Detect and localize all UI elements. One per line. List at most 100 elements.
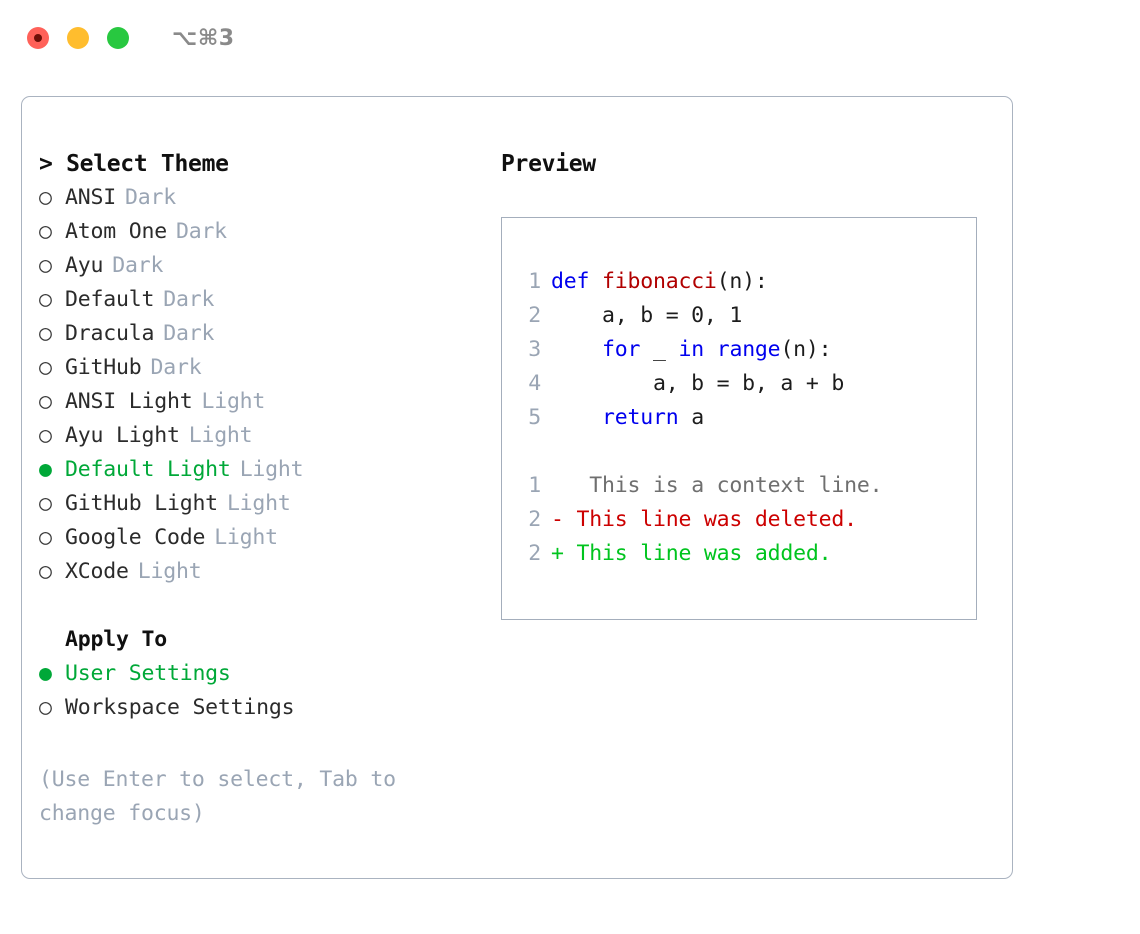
theme-list-item[interactable]: ○ ANSI Dark [39, 181, 499, 215]
radio-selected-icon: ● [39, 457, 52, 482]
code-token: _ [640, 337, 679, 362]
theme-list-item[interactable]: ○ Dracula Dark [39, 317, 499, 351]
theme-variant-tag: Dark [175, 219, 227, 244]
code-token: fibonacci [601, 269, 717, 294]
code-line: 5 return a [515, 401, 970, 435]
code-token: in [678, 337, 704, 362]
theme-name-label: Default Light [65, 457, 231, 482]
theme-name-label: Google Code [65, 525, 206, 550]
theme-list-item[interactable]: ○ ANSI Light Light [39, 385, 499, 419]
theme-list-item[interactable]: ● Default Light Light [39, 453, 499, 487]
code-token: (n): [780, 337, 832, 362]
title-bar: ⌥⌘3 [0, 0, 1140, 76]
theme-variant-tag: Light [226, 491, 291, 516]
line-number: 2 [528, 507, 541, 532]
preview-title: Preview [501, 151, 596, 177]
diff-line-text: This is a context line. [563, 473, 883, 498]
code-line: 4 a, b = b, a + b [515, 367, 970, 401]
code-token: range [716, 337, 781, 362]
radio-unselected-icon: ○ [39, 695, 52, 720]
diff-line-text: This line was deleted. [563, 507, 857, 532]
line-number: 2 [528, 541, 541, 566]
theme-list-item[interactable]: ○ XCode Light [39, 555, 499, 589]
theme-name-label: Ayu Light [65, 423, 180, 448]
theme-variant-tag: Light [201, 389, 266, 414]
code-token [704, 337, 717, 362]
radio-unselected-icon: ○ [39, 321, 52, 346]
apply-to-label: Workspace Settings [65, 695, 295, 720]
code-line: 2 a, b = 0, 1 [515, 299, 970, 333]
maximize-window-icon[interactable] [107, 27, 129, 49]
theme-variant-tag: Light [214, 525, 278, 550]
theme-list-item[interactable]: ○ Atom One Dark [39, 215, 499, 249]
minimize-window-icon[interactable] [67, 27, 89, 49]
radio-unselected-icon: ○ [39, 219, 52, 244]
diff-marker: - [551, 507, 564, 532]
theme-variant-tag: Dark [112, 253, 164, 278]
code-line-text: for _ in range(n): [551, 333, 832, 367]
theme-name-label: Atom One [65, 219, 167, 244]
code-line-text: a, b = b, a + b [551, 367, 844, 401]
theme-variant-tag: Light [239, 457, 304, 482]
code-line: 3 for _ in range(n): [515, 333, 970, 367]
code-line-text: a, b = 0, 1 [551, 299, 742, 333]
code-diff-spacer [515, 435, 970, 469]
theme-list-item[interactable]: ○ GitHub Light Light [39, 487, 499, 521]
radio-unselected-icon: ○ [39, 389, 52, 414]
diff-line: 2 + This line was added. [515, 537, 970, 571]
section-spacer [39, 589, 499, 623]
theme-name-label: GitHub Light [65, 491, 218, 516]
theme-variant-tag: Light [137, 559, 202, 584]
theme-name-label: XCode [65, 559, 129, 584]
theme-name-label: GitHub [65, 355, 142, 380]
theme-name-label: Ayu [65, 253, 104, 278]
code-token: a [678, 405, 704, 430]
theme-variant-tag: Dark [150, 355, 202, 380]
radio-unselected-icon: ○ [39, 491, 52, 516]
radio-unselected-icon: ○ [39, 287, 52, 312]
radio-unselected-icon: ○ [39, 185, 52, 210]
diff-line-text: This line was added. [563, 541, 832, 566]
traffic-light-group [27, 27, 129, 49]
code-token [551, 337, 602, 362]
code-line-text: return a [551, 401, 704, 435]
code-token: return [601, 405, 679, 430]
radio-unselected-icon: ○ [39, 355, 52, 380]
theme-name-label: Dracula [65, 321, 155, 346]
diff-line: 1 This is a context line. [515, 469, 970, 503]
theme-name-label: ANSI Light [65, 389, 193, 414]
theme-name-label: Default [65, 287, 155, 312]
keyboard-hint-text: (Use Enter to select, Tab to change focu… [39, 767, 396, 826]
theme-variant-tag: Dark [124, 185, 176, 210]
radio-unselected-icon: ○ [39, 253, 52, 278]
theme-variant-tag: Dark [163, 287, 215, 312]
apply-to-list[interactable]: ●User Settings ○ Workspace Settings [39, 657, 499, 725]
code-token: (n): [716, 269, 768, 294]
theme-variant-tag: Dark [163, 321, 215, 346]
diff-marker: + [551, 541, 564, 566]
code-token: def [551, 269, 602, 294]
line-number: 1 [528, 269, 541, 294]
close-window-icon[interactable] [27, 27, 49, 49]
theme-variant-tag: Light [188, 423, 253, 448]
window-title: ⌥⌘3 [172, 25, 235, 51]
radio-unselected-icon: ○ [39, 559, 52, 584]
radio-selected-icon: ● [39, 661, 52, 686]
theme-list-item[interactable]: ○ Default Dark [39, 283, 499, 317]
apply-to-item[interactable]: ○ Workspace Settings [39, 691, 499, 725]
theme-list-item[interactable]: ○ Ayu Dark [39, 249, 499, 283]
line-number: 3 [528, 337, 541, 362]
code-token: a, b = 0, 1 [551, 303, 743, 328]
theme-list-item[interactable]: ○ GitHub Dark [39, 351, 499, 385]
theme-name-label: ANSI [65, 185, 116, 210]
apply-to-item[interactable]: ●User Settings [39, 657, 499, 691]
apply-to-heading: Apply To [65, 627, 167, 652]
